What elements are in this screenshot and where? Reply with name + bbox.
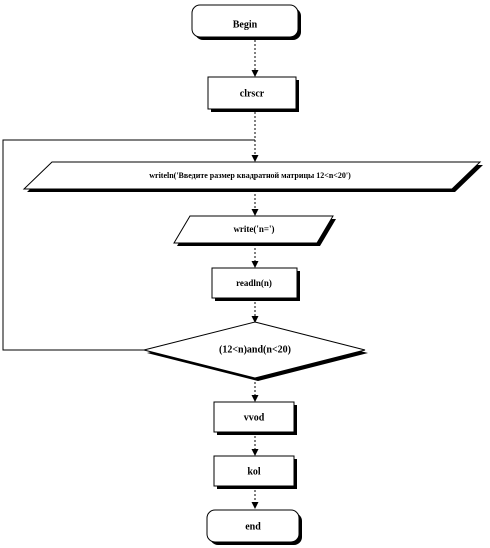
node-end: end [206,509,302,545]
node-vvod-label: vvod [244,412,265,423]
node-begin: Begin [191,4,301,40]
node-prompt-label: writeln('Введите размер квадратной матри… [149,171,351,180]
node-kol-label: kol [247,466,261,477]
node-write-n-label: write('n=') [233,224,274,234]
node-begin-label: Begin [233,19,258,30]
node-readln-label: readln(n) [236,278,272,288]
node-end-label: end [245,521,261,532]
node-clrscr-label: clrscr [240,88,265,99]
node-prompt: writeln('Введите размер квадратной матри… [22,161,483,192]
node-write-n: write('n=') [173,215,336,246]
node-kol: kol [213,455,297,489]
node-clrscr: clrscr [207,76,299,112]
node-check: (12<n)and(n<20) [143,321,368,381]
node-check-label: (12<n)and(n<20) [219,344,291,355]
node-vvod: vvod [213,401,297,435]
node-readln: readln(n) [211,267,300,301]
connector-loop-back [2,139,255,351]
connectors [2,40,259,509]
